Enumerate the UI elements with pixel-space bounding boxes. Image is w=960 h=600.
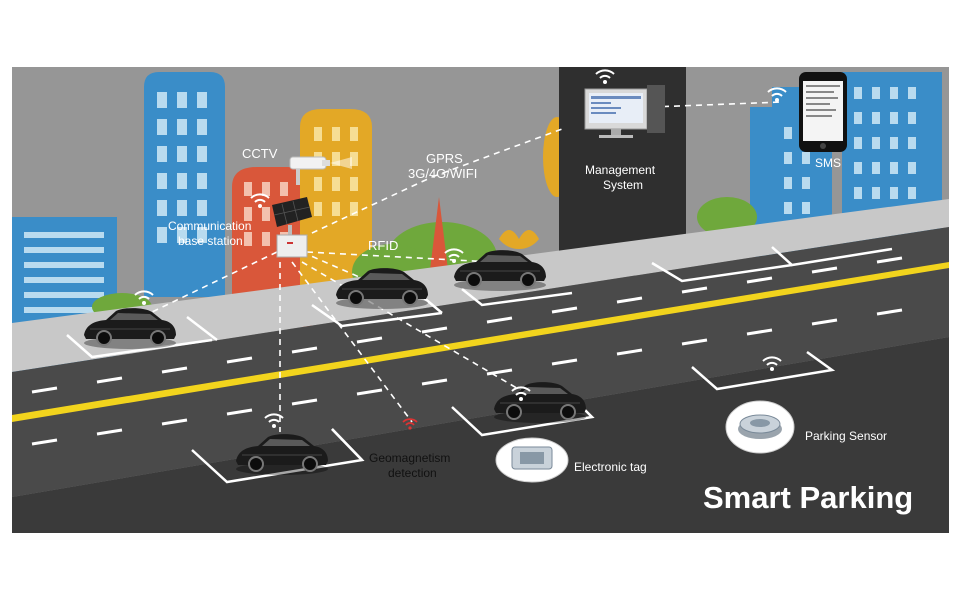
gprs-label-2: 3G/4G/WIFI bbox=[408, 166, 477, 181]
management-label-2: System bbox=[603, 178, 643, 192]
diagram-title: Smart Parking bbox=[703, 480, 913, 515]
comm-station-label-2: base station bbox=[178, 234, 243, 248]
communication-links bbox=[151, 101, 783, 432]
comm-station-label-1: Communication bbox=[168, 219, 251, 233]
geomagnetism-signal-icon bbox=[402, 418, 418, 430]
center-line bbox=[12, 262, 949, 422]
gprs-label-1: GPRS bbox=[426, 151, 463, 166]
sms-label: SMS bbox=[815, 156, 841, 170]
computer-icon bbox=[584, 85, 665, 138]
cctv-camera-icon bbox=[289, 156, 352, 185]
phone-icon bbox=[799, 72, 847, 152]
tag-icon bbox=[511, 446, 553, 470]
road bbox=[12, 227, 949, 497]
management-label-1: Management bbox=[585, 163, 656, 177]
base-station-cabinet bbox=[276, 234, 308, 258]
smart-parking-diagram: CCTV GPRS 3G/4G/WIFI Communication base … bbox=[12, 67, 949, 533]
geomagnetism-label-2: detection bbox=[388, 466, 437, 480]
parking-sensor bbox=[725, 400, 795, 454]
far-parking-bays bbox=[66, 246, 893, 359]
parking-sensor-label: Parking Sensor bbox=[805, 429, 887, 443]
rfid-label: RFID bbox=[368, 238, 398, 253]
electronic-tag-label: Electronic tag bbox=[574, 460, 647, 474]
base-station bbox=[272, 197, 312, 258]
cctv-label: CCTV bbox=[242, 146, 278, 161]
electronic-tag bbox=[495, 437, 569, 483]
geomagnetism-label-1: Geomagnetism bbox=[369, 451, 450, 465]
lane-dashes bbox=[31, 256, 903, 446]
sensor-icon bbox=[738, 414, 782, 439]
